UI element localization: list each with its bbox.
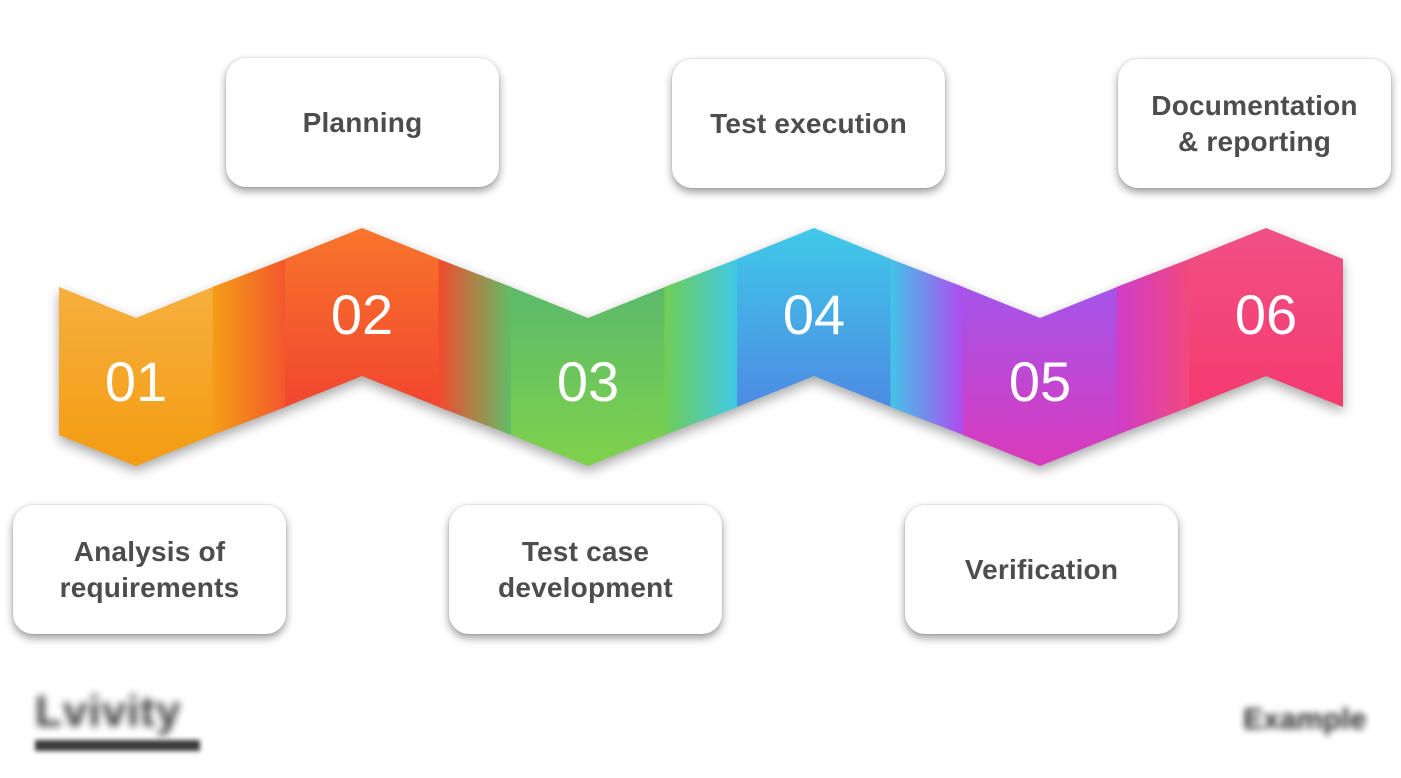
step-number-06: 06 [1235, 283, 1297, 346]
ribbon-fold-05-06 [1116, 259, 1190, 435]
card-label-line: Test case [521, 535, 650, 567]
step-number-02: 02 [331, 283, 393, 346]
ribbon-fold-03-04 [664, 259, 738, 435]
card-test-execution: Test execution [672, 59, 945, 188]
ribbon-fold-01-02 [212, 259, 286, 435]
card-label-line: Verification [964, 553, 1119, 585]
step-number-03: 03 [557, 350, 619, 413]
ribbon-chevron-02 [285, 228, 439, 407]
card-planning: Planning [226, 58, 499, 187]
ribbon-chevron-04 [737, 228, 891, 407]
ribbon-chevron-03 [511, 287, 665, 466]
ribbon-chevron-01 [59, 287, 213, 466]
card-documentation-reporting: Documentation & reporting [1118, 59, 1391, 188]
card-label-line: & reporting [1177, 125, 1332, 157]
ribbon-fold-04-05 [890, 259, 964, 435]
footer-logo: Lvivity [35, 688, 200, 751]
ribbon-chevron-05 [963, 287, 1117, 466]
ribbon-shape [59, 228, 1343, 466]
card-analysis-of-requirements: Analysis of requirements [13, 505, 286, 634]
footer-watermark: Example [1243, 703, 1367, 736]
ribbon-chevron-06 [1189, 228, 1343, 407]
card-verification: Verification [905, 505, 1178, 634]
footer-logo-wordmark: Lvivity [35, 687, 182, 736]
ribbon-fold-02-03 [438, 259, 512, 435]
card-label-line: development [498, 571, 673, 603]
step-number-04: 04 [783, 283, 845, 346]
footer-logo-tagline-bar [35, 740, 200, 751]
card-label-line: Test execution [710, 107, 907, 139]
card-test-case-development: Test case development [449, 505, 722, 634]
card-label-line: Planning [302, 106, 423, 138]
card-label-line: Documentation [1151, 89, 1358, 121]
step-number-05: 05 [1009, 350, 1071, 413]
card-label-line: requirements [59, 571, 240, 603]
step-number-01: 01 [105, 350, 167, 413]
card-label-line: Analysis of [73, 535, 226, 567]
